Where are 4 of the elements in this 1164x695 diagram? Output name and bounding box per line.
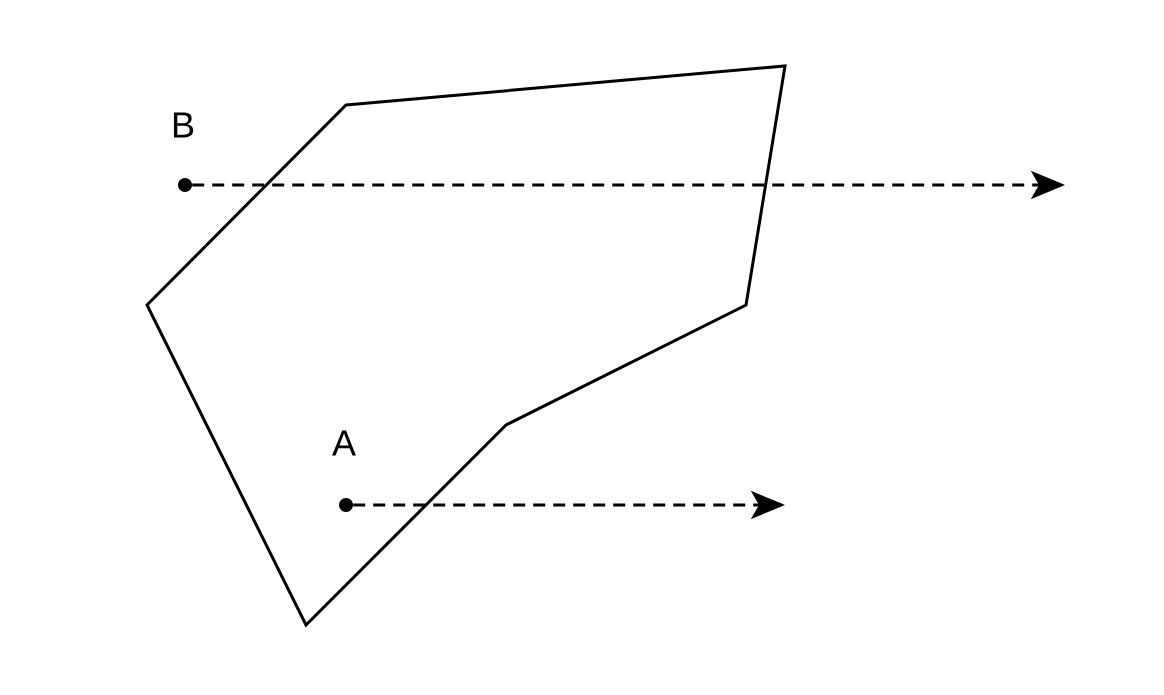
point-label: B [173, 112, 194, 138]
point-dot [339, 498, 353, 512]
point-dot [178, 178, 192, 192]
point-label: A [332, 430, 356, 456]
